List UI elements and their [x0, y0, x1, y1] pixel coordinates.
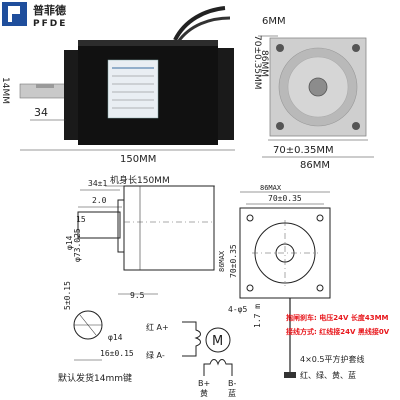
body-length-label: 机身长150MM [110, 174, 170, 186]
motor-label [107, 59, 159, 119]
b-plus-color: 黄 [200, 388, 208, 398]
drawing-boss [117, 199, 125, 253]
dim-cable: 1.7 m [253, 304, 262, 328]
dim-5: 5±0.15 [63, 281, 72, 310]
mount-hole [276, 122, 284, 130]
motor-cable-2 [176, 16, 231, 43]
dim-70-top: 70±0.35 [268, 194, 302, 203]
front-hole [246, 214, 254, 222]
b-minus-color: 蓝 [228, 388, 236, 398]
dim-hole: 4-φ5 [228, 305, 247, 314]
motor-symbol [205, 327, 231, 353]
front-hole [316, 214, 324, 222]
dim-16: 16±0.15 [100, 349, 134, 358]
dim-70-side: 70±0.35 [229, 244, 238, 278]
drawing-body [123, 185, 215, 271]
mount-hole [276, 44, 284, 52]
logo-text-cn: 普菲德 [33, 3, 66, 17]
dim-dia-14-section: φ14 [108, 333, 123, 342]
winding-b [203, 359, 233, 376]
front-hole [246, 284, 254, 292]
dim-flange-thickness: 6MM [262, 16, 286, 27]
cable-end [284, 372, 296, 378]
dim-9-5: 9.5 [130, 291, 145, 300]
mount-hole [352, 122, 360, 130]
photo-dims: 14MM 34 150MM [0, 77, 235, 165]
motor-symbol-label: M [212, 334, 223, 349]
wiring-diagram: M 红 A+ 绿 A- B+ B- 黄 蓝 [146, 321, 236, 398]
dim-shaft-height: 14MM [0, 77, 10, 104]
drawing-front-view: 86MAX 70±0.35 70±0.35 86MAX 4-φ5 1.7 m 4… [218, 184, 390, 380]
dim-shaft-length: 34 [34, 106, 48, 119]
brake-note: 抱闸刹车: 电压24V 长度43MM [286, 313, 389, 322]
dim-flange-height: 86MM [259, 50, 269, 77]
dim-86max-top: 86MAX [260, 184, 282, 192]
mount-hole [352, 44, 360, 52]
shaft-cross-section: φ14 16±0.15 默认发货14mm键 [58, 310, 134, 384]
front-hole [316, 284, 324, 292]
front-photo-dims: 6MM 70±0.35MM 86MM 70±0.35MM 86MM [252, 16, 374, 171]
dim-flange-width: 86MM [300, 160, 330, 171]
front-outline [239, 207, 331, 299]
shaft-key [36, 84, 54, 88]
a-minus-label: 绿 A- [146, 351, 165, 360]
logo-p-shape [8, 6, 20, 22]
cable-colors: 红、绿、黄、蓝 [300, 370, 356, 380]
dim-hole-spacing-v: 70±0.35MM [252, 35, 262, 90]
winding-a [182, 321, 201, 357]
dim-hole-spacing-h: 70±0.35MM [273, 145, 334, 156]
logo-text-en: PFDE [33, 19, 67, 29]
dim-step-len: 2.0 [92, 196, 107, 205]
wiring-note: 接线方式: 红线接24V 黑线接0V [286, 327, 390, 336]
drawing-side-view: 机身长150MM 34±1 2.0 φ73.025 φ14 15 5±0.15 … [63, 174, 215, 310]
dim-dia-73: φ73.025 [73, 228, 82, 262]
dim-shaft-len: 34±1 [88, 179, 107, 188]
front-shaft [308, 77, 328, 97]
brand-logo: 普菲德 PFDE [2, 2, 67, 29]
body-highlight [78, 40, 218, 46]
rear-flange [218, 48, 234, 140]
front-flange [64, 50, 78, 140]
b-minus-label: B- [228, 379, 236, 388]
cable-note: 4×0.5平方护套线 [300, 354, 365, 364]
flat-note: 默认发货14mm键 [58, 372, 132, 384]
dim-dia-14: φ14 [65, 235, 74, 250]
motor-photo-side [19, 6, 234, 145]
b-plus-label: B+ [198, 379, 210, 388]
motor-cable [173, 6, 226, 41]
a-plus-label: 红 A+ [146, 322, 169, 332]
dim-86max-side: 86MAX [218, 250, 226, 272]
drawing-shaft [77, 211, 121, 239]
dim-dia-15: 15 [76, 215, 86, 224]
motor-photo-front [269, 37, 367, 137]
dim-body-length: 150MM [120, 154, 156, 165]
